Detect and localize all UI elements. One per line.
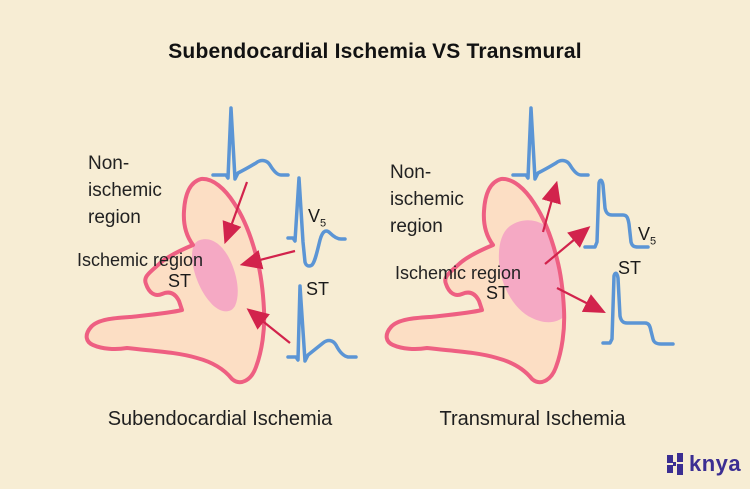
ischemic-st-label: ST [486,283,510,303]
non-ischemic-region-label: Non- ischemic region [390,162,464,237]
ischemic-st-label: ST [168,271,192,291]
ecg-normal-top [511,106,590,181]
arrow-to-ischemic-3 [246,308,291,344]
subendocardial-heart-illustration [84,106,358,385]
ecg-st-label: ST [306,279,330,299]
ecg-st-elevation-bottom [601,271,675,346]
ischemic-region-shape [192,239,238,312]
ecg-st-label: ST [618,258,642,278]
page-title: Subendocardial Ischemia VS Transmural [168,40,582,63]
heart-outline [84,176,267,385]
transmural-caption: Transmural Ischemia [439,408,626,430]
ischemic-region-label: Ischemic region [77,250,204,270]
ecg-normal-top [211,106,290,181]
arrow-to-ischemic-1 [222,181,249,245]
knya-logo-icon [667,453,683,475]
arrow-from-ischemic-1 [541,180,561,233]
ecg-st-depression-v5 [286,176,347,268]
brand-name: knya [689,451,742,476]
arrow-from-ischemic-3 [556,287,606,314]
ischemic-region-label: Ischemic region [395,263,522,283]
subendocardial-caption: Subendocardial Ischemia [107,408,333,430]
ecg-normal-bottom [286,284,358,363]
brand-logo: knya [666,451,741,477]
heart-outline [384,176,567,385]
non-ischemic-region-label: Non- ischemic region [88,153,162,228]
lead-v5-label: V5 [308,206,327,230]
transmural-heart-illustration [384,106,675,385]
arrow-to-ischemic-2 [239,249,296,270]
lead-v5-label: V5 [638,224,657,248]
heart-shape [86,178,265,383]
ecg-st-elevation-v5 [583,178,650,249]
arrow-from-ischemic-2 [544,226,591,265]
